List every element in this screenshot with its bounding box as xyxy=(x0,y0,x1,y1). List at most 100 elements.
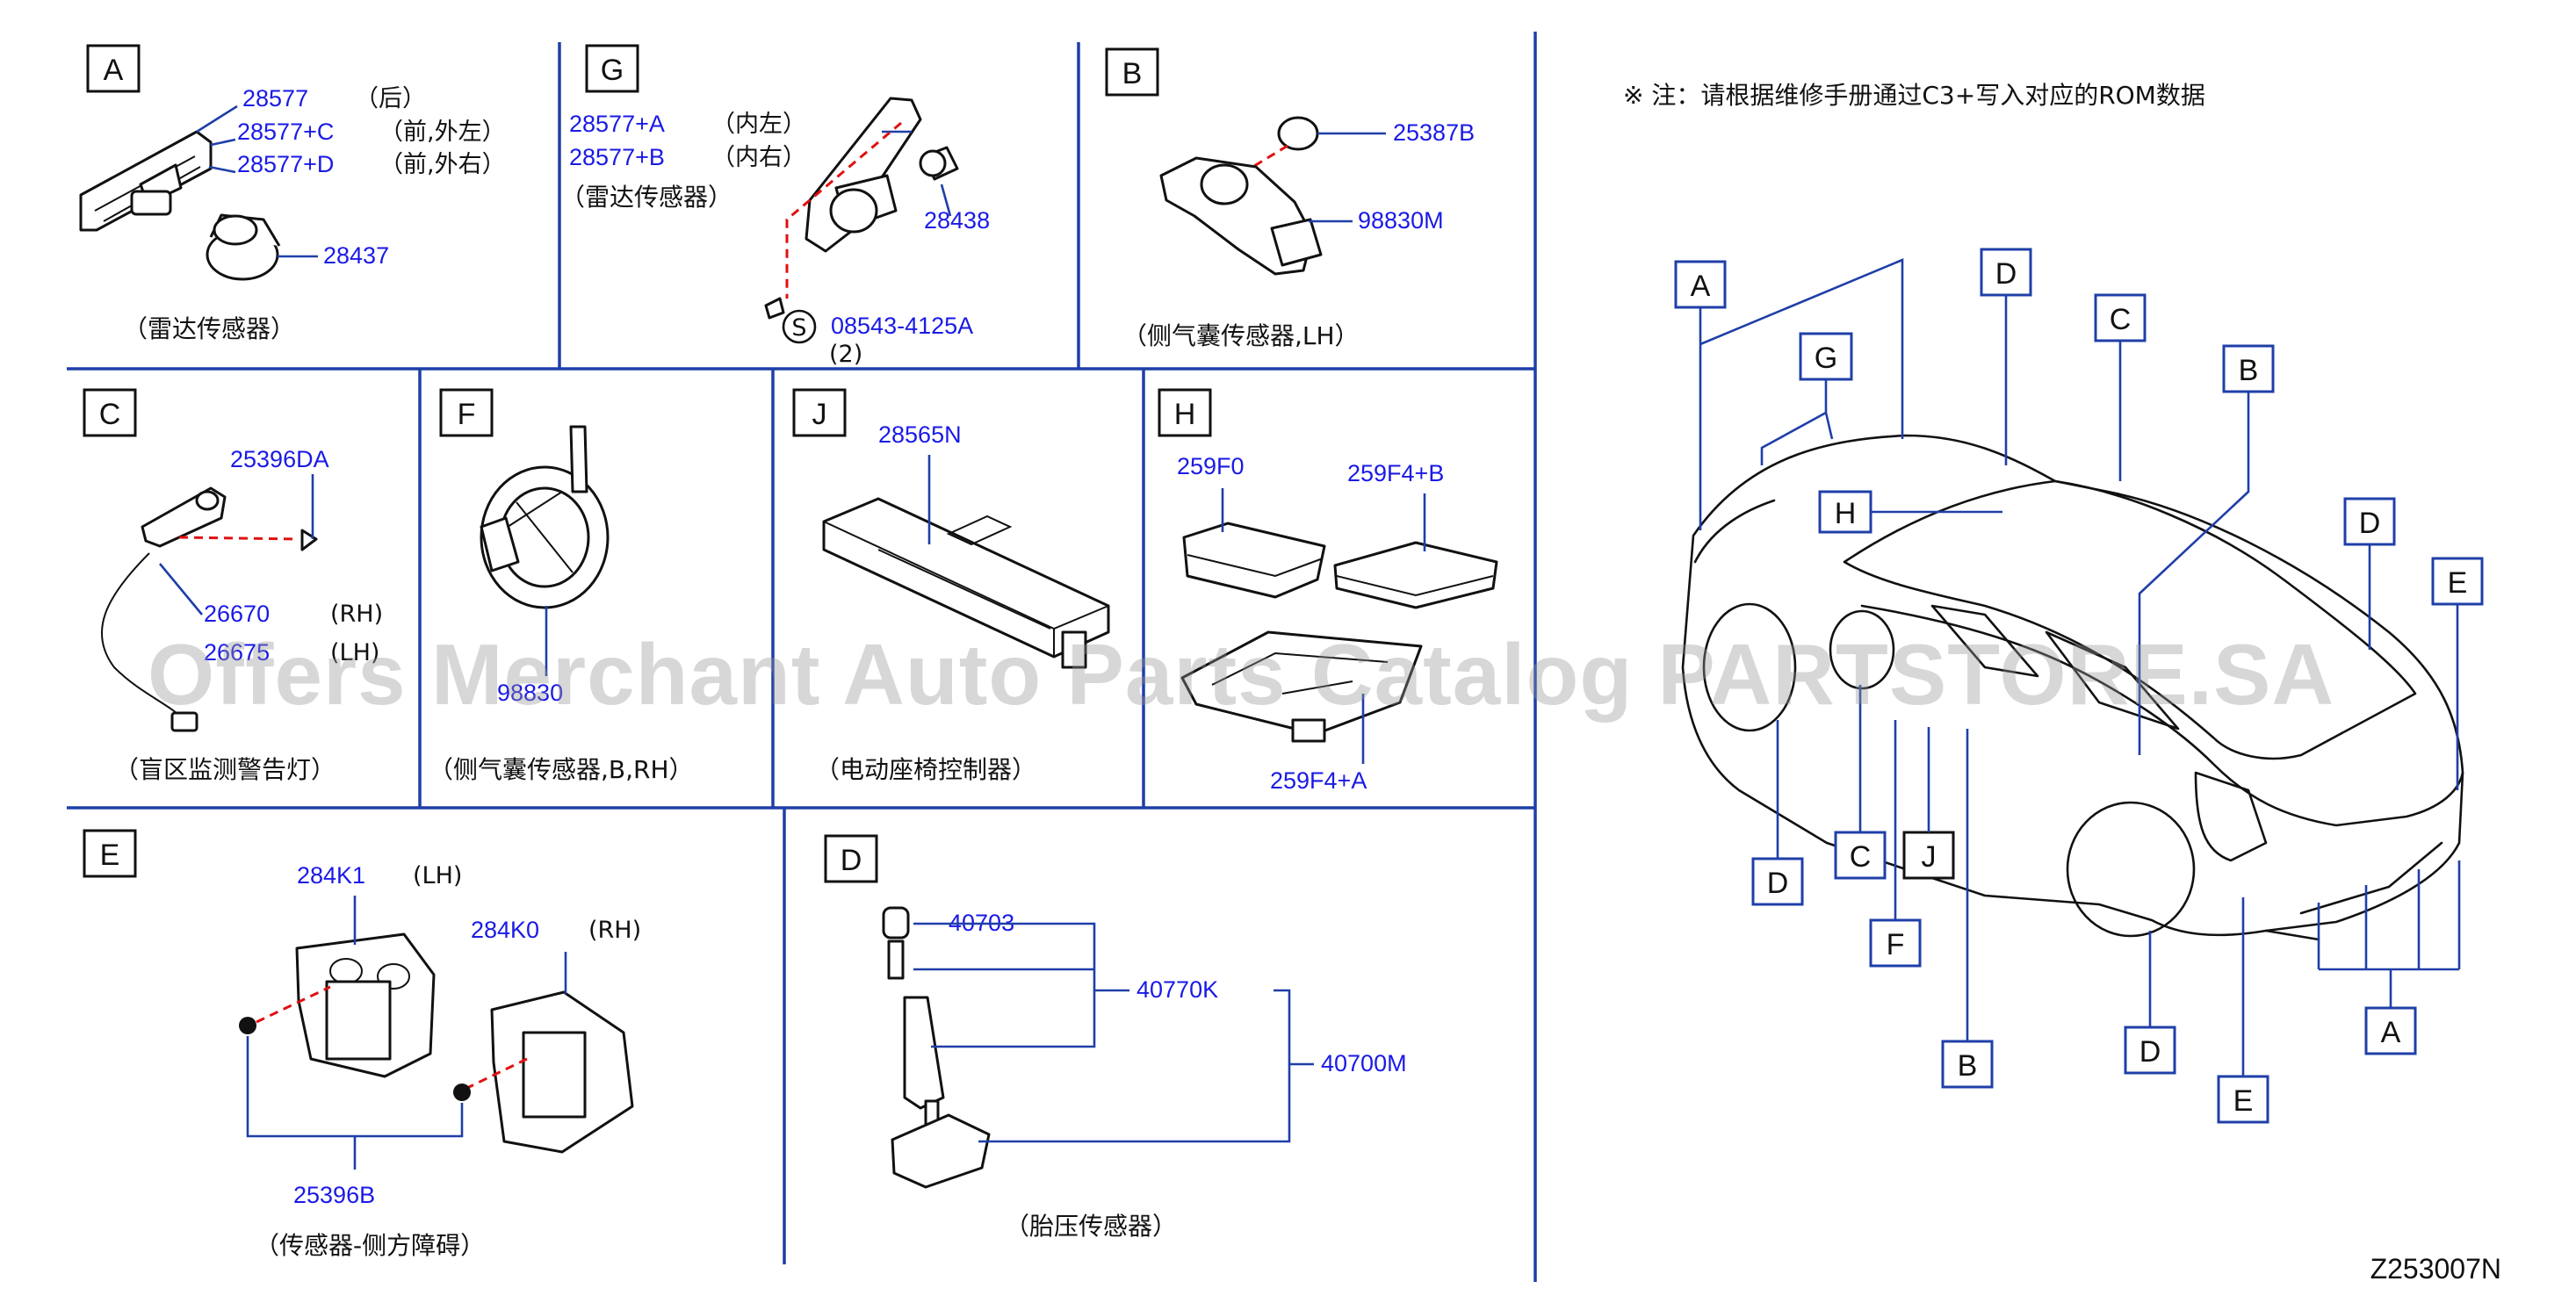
panel-j-letter-box xyxy=(792,388,847,437)
callout-box[interactable] xyxy=(1674,260,1727,309)
part-number[interactable]: 40770K xyxy=(1136,976,1218,1003)
panel-a-letter: A xyxy=(104,54,124,87)
tpms-sensor-drawing xyxy=(882,906,1314,1189)
part-number[interactable]: 259F4+B xyxy=(1347,460,1444,486)
part-number[interactable]: 40700M xyxy=(1321,1050,1407,1076)
panel-h-letter: H xyxy=(1174,398,1196,431)
callout-letter: A xyxy=(2381,1016,2401,1049)
callout-box[interactable] xyxy=(2364,1006,2417,1055)
part-number[interactable]: 25387B xyxy=(1393,119,1475,146)
part-number[interactable]: 259F0 xyxy=(1177,453,1245,479)
callout-box[interactable] xyxy=(1902,831,1955,880)
car-overview-drawing xyxy=(1681,434,2464,941)
panel-h: H 259F0 259F4+B 259F4+A xyxy=(1158,388,1498,794)
screw-symbol xyxy=(782,309,817,344)
part-number[interactable]: 28577+A xyxy=(569,111,665,137)
part-note: (RH) xyxy=(330,601,383,628)
callout-letter: A xyxy=(1691,270,1711,303)
radar-sensor-drawing xyxy=(206,213,318,281)
callout-box[interactable] xyxy=(1869,918,1922,968)
part-quantity: (2) xyxy=(829,341,862,368)
panel-g-letter-box xyxy=(585,44,639,93)
part-number[interactable]: 28438 xyxy=(924,207,990,234)
panel-a-letter-box xyxy=(86,44,141,93)
part-number[interactable]: 98830 xyxy=(497,680,563,706)
part-number[interactable]: 259F4+A xyxy=(1270,767,1367,794)
callout-letter: J xyxy=(1922,840,1937,874)
panel-g: G 28577+A （内左） 28577+B （内右） （雷达传感器） 2843… xyxy=(560,44,990,368)
callout-letter: D xyxy=(2139,1035,2161,1069)
callout-box[interactable] xyxy=(2343,497,2396,546)
car-callouts: A G D C B H D E D C J F xyxy=(1674,248,2484,1124)
callout-box[interactable] xyxy=(2222,344,2275,393)
panel-c-letter: C xyxy=(99,398,121,431)
part-number[interactable]: 284K0 xyxy=(471,917,539,943)
callout-letter: F xyxy=(1887,928,1905,961)
panel-d: D 40703 40770K 40700M （胎压传感器） xyxy=(824,834,1407,1241)
part-number[interactable]: 98830M xyxy=(1358,207,1444,234)
panel-d-letter: D xyxy=(841,844,862,877)
panel-caption: （胎压传感器） xyxy=(1005,1212,1177,1241)
part-number[interactable]: 28577+D xyxy=(237,151,334,177)
control-module-drawing xyxy=(1180,488,1498,764)
panel-g-letter: G xyxy=(601,54,624,87)
panel-caption: （电动座椅控制器） xyxy=(815,755,1036,784)
callout-box[interactable] xyxy=(1941,1040,1994,1089)
part-note: （后） xyxy=(355,85,426,112)
part-number[interactable]: 26675 xyxy=(204,639,270,666)
callout-box[interactable] xyxy=(2094,293,2147,342)
radar-sensor-bracket-drawing xyxy=(79,104,238,232)
panel-a: A 28577 （后） 28577+C （前,外左） 28577+D （前,外右… xyxy=(79,44,506,343)
part-number[interactable]: 26670 xyxy=(204,601,270,627)
diagram-code: Z253007N xyxy=(2370,1253,2501,1285)
part-number[interactable]: 28577 xyxy=(242,85,308,112)
callout-box[interactable] xyxy=(2431,557,2484,606)
callout-box[interactable] xyxy=(1751,857,1804,906)
panel-grid xyxy=(67,32,1537,1282)
part-note: （前,外右） xyxy=(379,151,506,178)
rom-note: ※ 注：请根据维修手册通过C3+写入对应的ROM数据 xyxy=(1623,81,2205,110)
part-number[interactable]: 284K1 xyxy=(297,862,365,889)
part-number[interactable]: 28577+C xyxy=(237,119,334,145)
part-number[interactable]: 25396DA xyxy=(230,446,329,472)
callout-letter: G xyxy=(1815,342,1837,375)
part-number[interactable]: 28565N xyxy=(878,421,962,448)
panel-caption: （侧气囊传感器,LH） xyxy=(1122,321,1360,350)
callout-letter: E xyxy=(2233,1084,2254,1118)
panel-caption: （侧气囊传感器,B,RH） xyxy=(429,755,694,784)
part-note: （前,外左） xyxy=(379,119,506,146)
part-number[interactable]: 28577+B xyxy=(569,144,665,170)
part-number[interactable]: 25396B xyxy=(293,1182,375,1208)
callout-letter: H xyxy=(1835,497,1857,530)
watermark: Offers Merchant Auto Parts Catalog PARTS… xyxy=(148,626,2334,723)
panel-caption: （传感器-侧方障碍） xyxy=(255,1231,485,1260)
part-note: （内右） xyxy=(711,144,806,171)
part-number[interactable]: 08543-4125A xyxy=(831,313,973,339)
callout-letter: E xyxy=(2448,566,2468,600)
callout-letter: D xyxy=(2359,507,2381,540)
part-note: (LH) xyxy=(330,639,379,666)
panel-c-letter-box xyxy=(83,388,137,437)
panel-d-letter-box xyxy=(824,834,878,883)
panel-b-letter-box xyxy=(1105,47,1159,97)
panel-caption: （盲区监测警告灯） xyxy=(114,755,336,784)
seat-controller-drawing xyxy=(822,455,1110,669)
panel-e: E 284K1 (LH) 284K0 (RH) 25396B （传感器-侧方障碍… xyxy=(83,829,641,1260)
callout-letter: B xyxy=(1958,1049,1978,1083)
part-number[interactable]: 28437 xyxy=(323,242,389,269)
callout-box[interactable] xyxy=(1799,332,1853,381)
radar-bracket-drawing xyxy=(764,97,959,320)
panel-f-letter-box xyxy=(439,388,494,437)
panel-e-letter: E xyxy=(100,839,120,872)
callout-letter: C xyxy=(2110,303,2132,336)
screw-symbol-letter: S xyxy=(791,314,806,342)
callout-box[interactable] xyxy=(1834,831,1887,880)
callout-letter: B xyxy=(2239,354,2259,387)
panel-e-letter-box xyxy=(83,829,137,878)
part-note: (LH) xyxy=(413,862,462,889)
panel-b: B 25387B 98830M （侧气囊传感器,LH） xyxy=(1105,47,1475,350)
panel-b-letter: B xyxy=(1122,57,1143,90)
warning-lamp-drawing xyxy=(100,474,318,732)
panel-h-letter-box xyxy=(1158,388,1212,437)
